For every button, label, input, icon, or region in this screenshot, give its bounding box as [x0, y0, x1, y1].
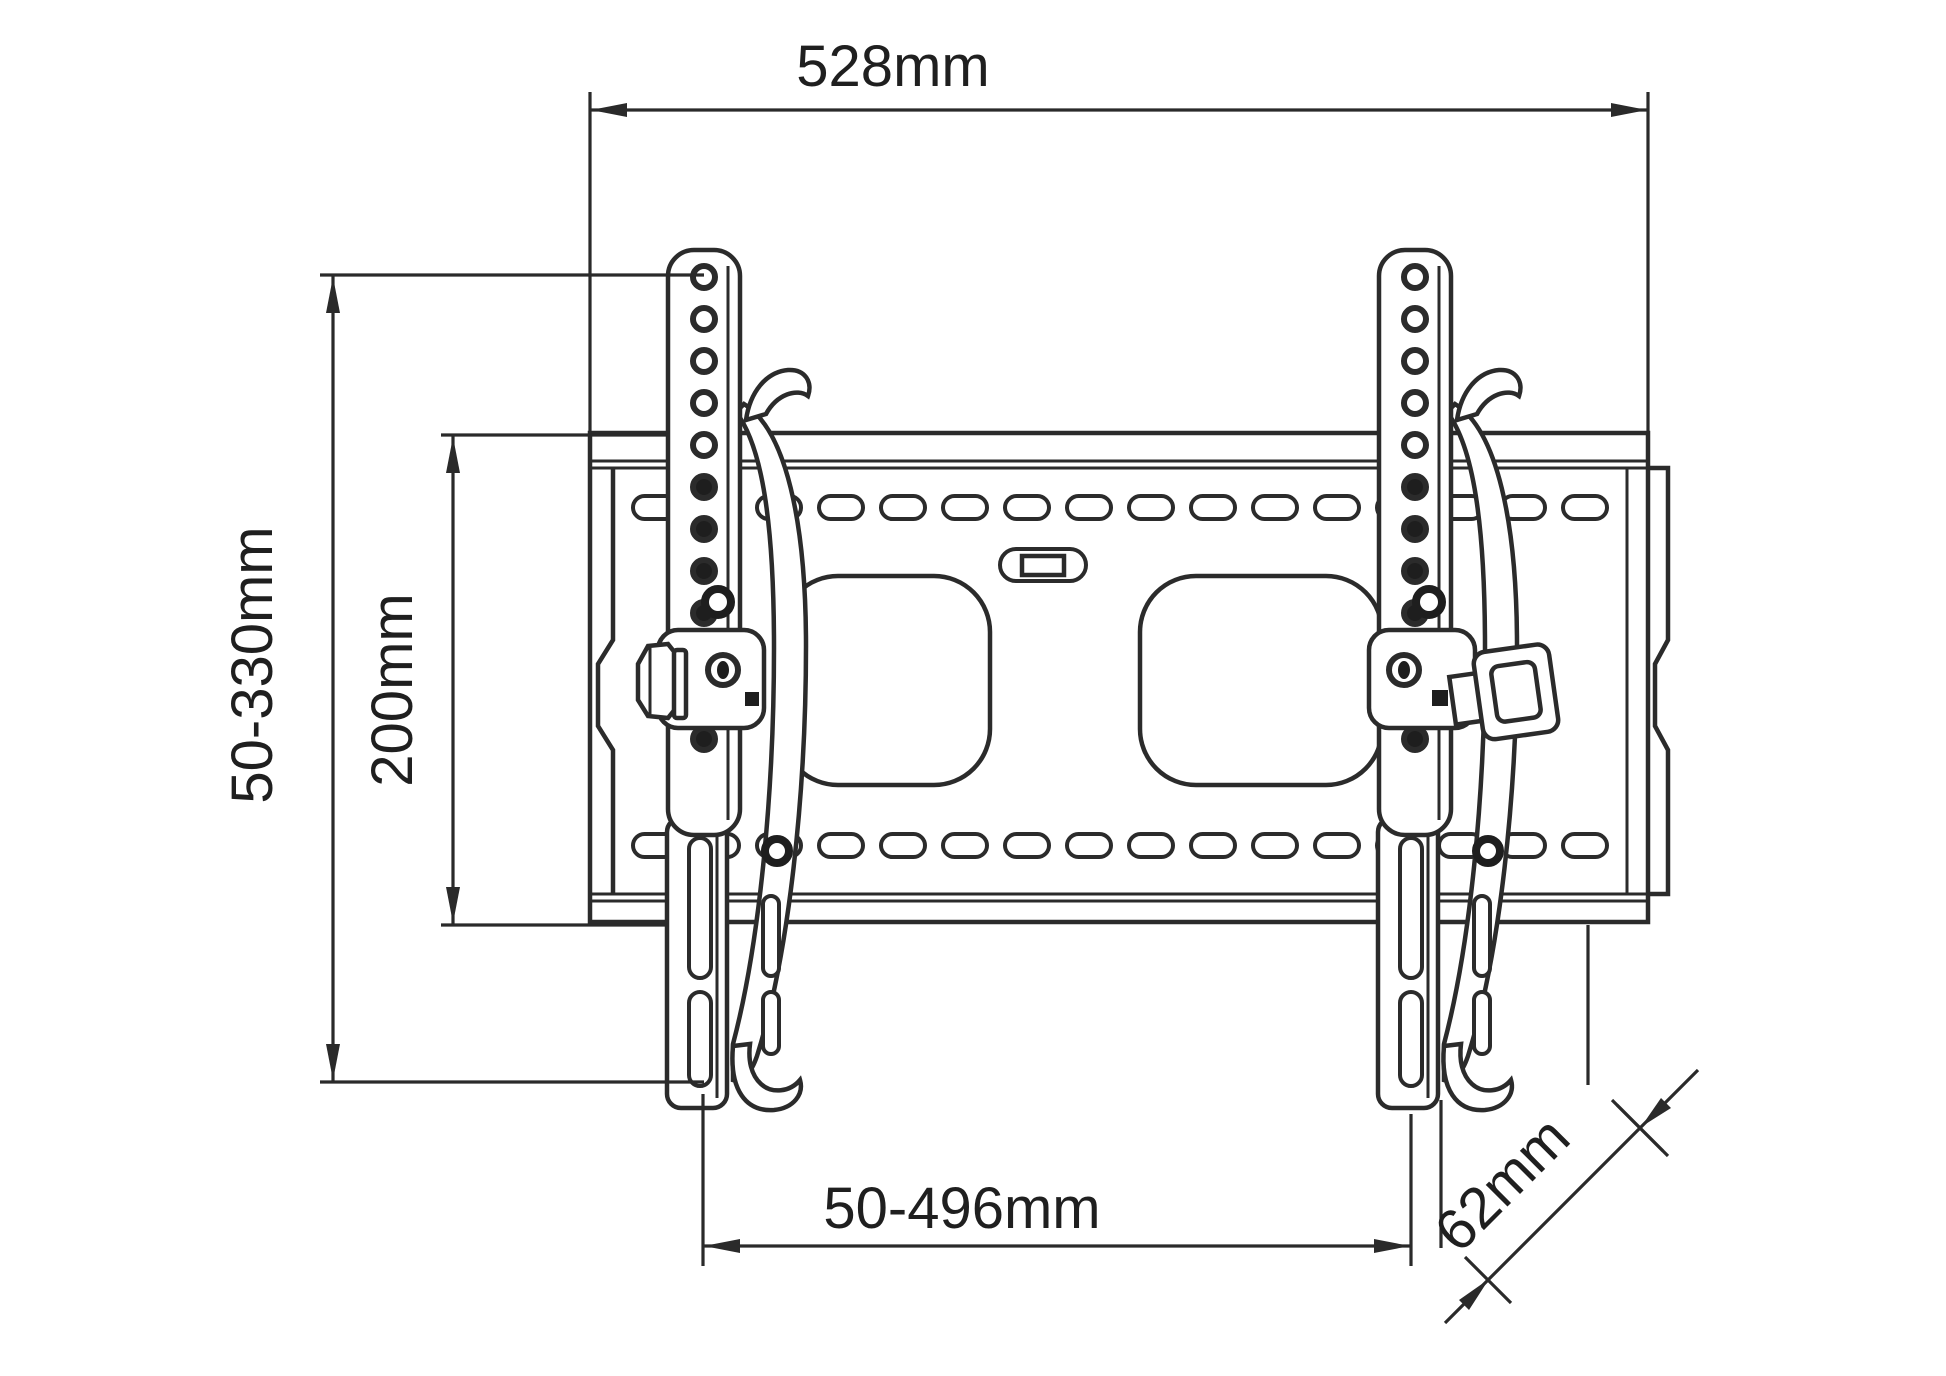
vesa-hole: [1401, 725, 1429, 753]
right-wing-bottom-hook: [1441, 1041, 1515, 1113]
vesa-hole: [1401, 389, 1429, 417]
right-tilt-hinge: [1366, 627, 1561, 742]
arrowhead: [1374, 1239, 1410, 1253]
hinge-lock-hole: [745, 692, 759, 706]
arrowhead: [446, 887, 460, 923]
vesa-hole: [1401, 431, 1429, 459]
left-lower-arm: [664, 815, 730, 1111]
vesa-hole: [690, 515, 718, 543]
vesa-hole: [690, 557, 718, 585]
oblique-tick: [1615, 1103, 1665, 1153]
arrowhead: [326, 277, 340, 313]
left-wing-slot: [761, 894, 781, 978]
right-tv-bracket: [1366, 247, 1561, 1113]
dimension-arm-spacing: 50-496mm: [701, 1094, 1413, 1266]
vesa-hole: [690, 305, 718, 333]
vesa-hole: [1401, 347, 1429, 375]
left-arm-slot: [687, 990, 713, 1088]
dimension-label: 62mm: [1422, 1104, 1582, 1264]
vesa-hole: [690, 725, 718, 753]
vesa-hole: [1401, 515, 1429, 543]
left-upper-pivot: [701, 585, 735, 619]
left-tv-bracket: [635, 247, 812, 1113]
arrowhead: [1611, 103, 1647, 117]
vesa-hole: [1401, 263, 1429, 291]
left-wing-pivot: [761, 835, 793, 867]
right-vesa-strip: [1376, 247, 1454, 838]
dimension-label: 200mm: [360, 593, 425, 786]
arrowhead: [326, 1044, 340, 1080]
right-arm-slot: [1398, 990, 1424, 1088]
arrowhead: [591, 103, 627, 117]
vesa-hole: [1401, 473, 1429, 501]
dimension-label: 50-330mm: [220, 526, 285, 803]
dimension-height-range: 50-330mm: [220, 273, 704, 1084]
dimension-label: 528mm: [796, 34, 989, 99]
left-tilt-hinge: [635, 627, 767, 731]
vesa-hole: [1401, 557, 1429, 585]
right-tilt-wing: [1441, 367, 1523, 1113]
right-wing-slot: [1472, 990, 1492, 1056]
hinge-lock-hole: [1432, 690, 1448, 706]
vesa-hole: [690, 389, 718, 417]
left-vesa-strip: [665, 247, 743, 838]
right-end-cap: [1648, 465, 1671, 897]
left-tilt-wing: [730, 367, 812, 1113]
bolt-washer: [671, 647, 689, 721]
left-arm-slot: [687, 836, 713, 980]
right-wing-top-hook: [1454, 367, 1523, 424]
left-wing-top-hook: [743, 367, 812, 424]
right-wing-pivot: [1472, 835, 1504, 867]
level-indicator: [998, 547, 1088, 583]
vesa-hole: [1401, 305, 1429, 333]
vesa-hole: [690, 431, 718, 459]
dimension-label: 50-496mm: [823, 1176, 1100, 1241]
vesa-hole: [690, 263, 718, 291]
hex-bolt: [635, 641, 679, 721]
left-wing-bottom-hook: [730, 1041, 804, 1113]
right-arm-slot: [1398, 836, 1424, 980]
arrowhead: [446, 437, 460, 473]
vesa-hole: [690, 473, 718, 501]
right-upper-pivot: [1412, 585, 1446, 619]
left-end-cap: [595, 468, 616, 894]
arrowhead: [704, 1239, 740, 1253]
vesa-hole: [690, 347, 718, 375]
arrowhead: [1459, 1279, 1489, 1310]
left-wing-slot: [761, 990, 781, 1056]
arrowhead: [1641, 1098, 1671, 1127]
dimension-top-width: 528mm: [588, 34, 1650, 436]
right-wing-slot: [1472, 894, 1492, 978]
tension-knob: [1446, 642, 1561, 742]
right-lower-arm: [1375, 815, 1441, 1111]
dimension-plate-height: 200mm: [360, 433, 668, 927]
